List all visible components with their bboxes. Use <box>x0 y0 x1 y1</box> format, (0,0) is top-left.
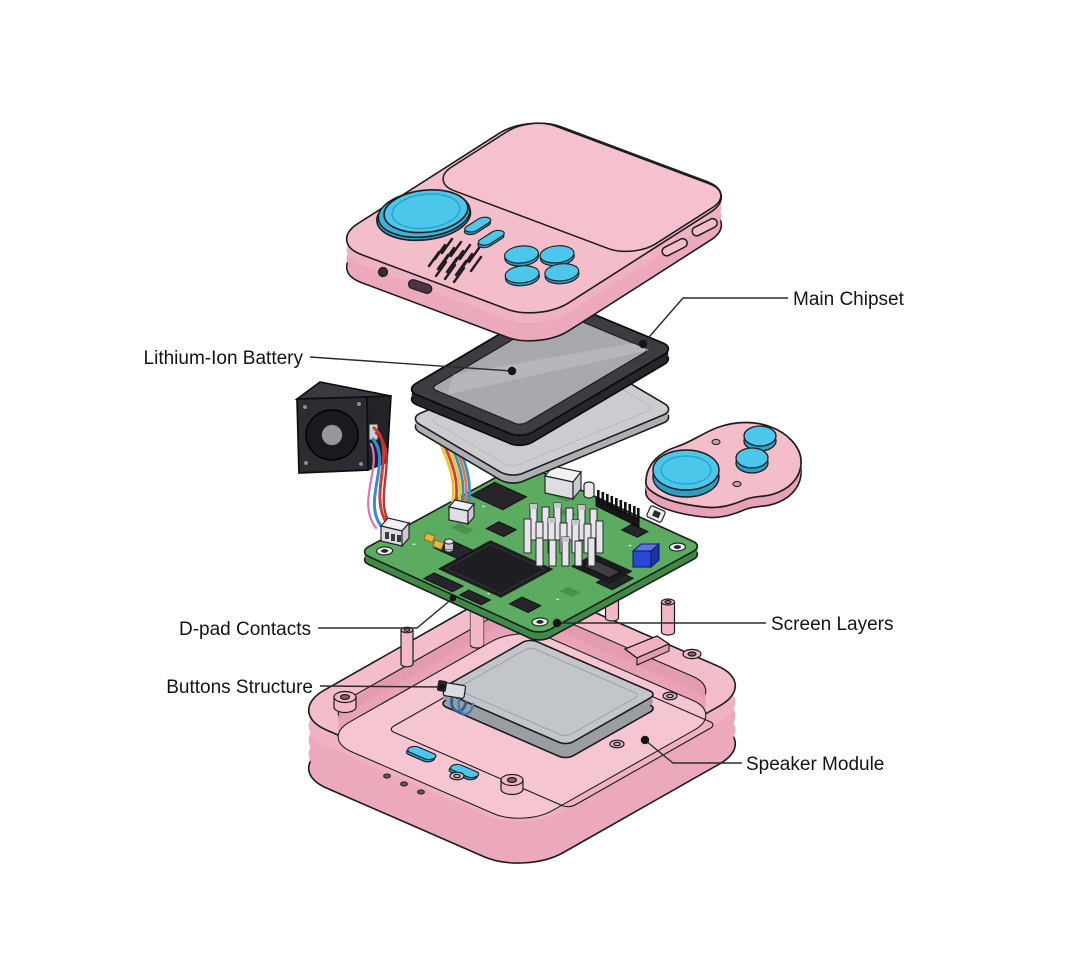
pcb-chips <box>366 471 686 630</box>
header-socket <box>543 465 595 501</box>
callout-lithium-ion-battery: Lithium-Ion Battery <box>144 348 517 376</box>
battery <box>436 638 657 759</box>
callout-main-chipset: Main Chipset <box>638 289 905 349</box>
speaker-wire-connector <box>379 517 411 548</box>
action-buttons <box>476 234 605 298</box>
callout-main-chipset-label: Main Chipset <box>793 289 905 310</box>
dpad-big-button <box>652 449 720 498</box>
callout-buttons-structure: Buttons Structure <box>166 677 446 698</box>
speaker-grille <box>427 237 483 284</box>
bottom-shell <box>286 570 759 874</box>
ribbon-connector <box>447 499 476 526</box>
dpad-small-buttons <box>735 425 777 474</box>
screen-window-outline <box>429 117 735 258</box>
joystick <box>356 181 492 249</box>
blue-component <box>631 542 661 569</box>
dpad-screw-hole <box>732 480 742 488</box>
small-components <box>423 532 454 553</box>
heatsink <box>523 502 604 567</box>
side-connector <box>646 505 666 523</box>
dpad-screw-hole <box>711 438 721 446</box>
pill-buttons <box>451 216 517 249</box>
lcd-sheen <box>446 343 650 395</box>
pin-header <box>595 490 640 528</box>
headphone-jack <box>377 266 389 278</box>
soc-chip <box>439 541 552 597</box>
callout-screen-layers-label: Screen Layers <box>771 614 894 635</box>
usb-c-port <box>407 279 433 294</box>
callout-screen-layers: Screen Layers <box>552 614 894 635</box>
shoulder-slots <box>661 217 718 257</box>
corner-bosses <box>333 648 702 796</box>
callout-dpad-contacts: D-pad Contacts <box>179 594 457 640</box>
callout-speaker-module-label: Speaker Module <box>746 754 884 775</box>
back-wall-slot <box>623 635 671 666</box>
speaker-dust-cap <box>321 424 343 446</box>
callout-buttons-structure-label: Buttons Structure <box>166 677 313 698</box>
speaker-screws <box>302 401 364 467</box>
front-vent-holes <box>383 773 425 795</box>
screen-bezel-layer <box>405 300 675 449</box>
speaker-box <box>294 381 392 474</box>
top-shell <box>327 114 740 349</box>
speaker-wires <box>367 426 392 530</box>
callout-dpad-contacts-label: D-pad Contacts <box>179 619 311 640</box>
callout-speaker-module: Speaker Module <box>640 735 884 775</box>
callouts: Main Chipset Lithium-Ion Battery D-pad C… <box>144 289 905 775</box>
dpad-button-plate <box>644 421 802 519</box>
main-pcb <box>359 465 703 643</box>
callout-lithium-ion-battery-label: Lithium-Ion Battery <box>144 348 304 369</box>
